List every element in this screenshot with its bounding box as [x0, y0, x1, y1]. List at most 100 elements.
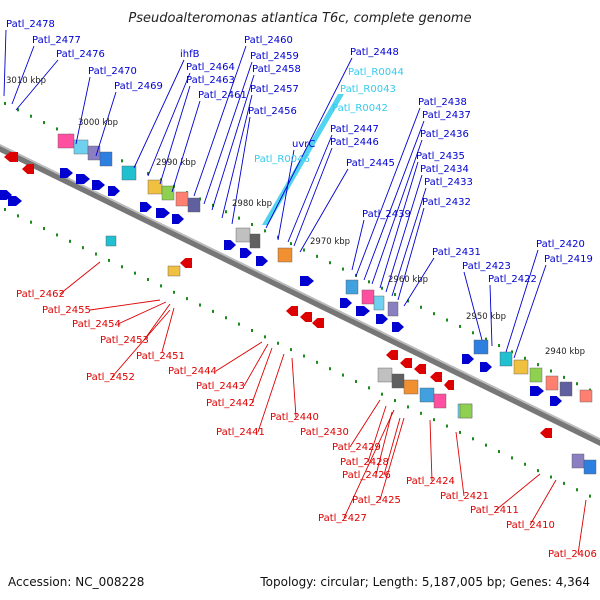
leader-line	[403, 257, 435, 307]
gene-label[interactable]: Patl_2425	[352, 495, 401, 506]
gene-label[interactable]: Patl_2432	[422, 197, 471, 208]
leader-line	[367, 405, 387, 463]
accession-text: Accession: NC_008228	[8, 575, 144, 589]
tick-mark	[69, 239, 71, 243]
gene-label[interactable]: Patl_2410	[506, 520, 555, 531]
gene-label[interactable]: Patl_2476	[56, 49, 105, 60]
gene-label[interactable]: Patl_2454	[72, 319, 121, 330]
gene-label[interactable]: Patl_2421	[440, 491, 489, 502]
gene-label[interactable]: Patl_2424	[406, 476, 455, 487]
tick-mark	[446, 318, 448, 322]
gene-label[interactable]: Patl_2457	[250, 84, 299, 95]
gene-label[interactable]: Patl_2441	[216, 427, 265, 438]
gene-label[interactable]: Patl_2428	[340, 457, 389, 468]
forward-gene-arrow	[392, 322, 404, 332]
gene-label-rna[interactable]: Patl_R0042	[332, 103, 388, 114]
tick-mark	[290, 242, 292, 246]
gene-label[interactable]: Patl_2444	[168, 366, 217, 377]
leader-line	[59, 261, 101, 295]
gene-feature-box	[513, 359, 529, 375]
leader-line	[277, 149, 295, 241]
gene-label[interactable]: Patl_2439	[362, 209, 411, 220]
gene-label[interactable]: Patl_2469	[114, 81, 163, 92]
tick-mark	[56, 233, 58, 237]
gene-label[interactable]: Patl_2453	[100, 335, 149, 346]
leader-line	[375, 411, 393, 476]
gene-label[interactable]: Patl_2427	[318, 513, 367, 524]
gene-label[interactable]: Patl_2464	[186, 62, 235, 73]
gene-label[interactable]: Patl_2434	[420, 164, 469, 175]
tick-mark	[277, 235, 279, 239]
tick-mark	[17, 108, 19, 112]
gene-label[interactable]: ihfB	[180, 49, 200, 60]
reverse-gene-arrow	[312, 318, 324, 328]
tick-mark	[394, 293, 396, 297]
tick-mark	[524, 356, 526, 360]
gene-label[interactable]: Patl_2406	[548, 549, 597, 560]
gene-label[interactable]: Patl_2455	[42, 305, 91, 316]
leader-line	[257, 353, 285, 433]
gene-label[interactable]: Patl_2448	[350, 47, 399, 58]
tick-mark	[589, 494, 591, 498]
tick-mark	[472, 331, 474, 335]
gene-label[interactable]: Patl_2435	[416, 151, 465, 162]
gene-label[interactable]: Patl_2477	[32, 35, 81, 46]
gene-label[interactable]: Patl_2458	[252, 64, 301, 75]
gene-label[interactable]: Patl_2426	[342, 470, 391, 481]
tick-mark	[173, 290, 175, 294]
leader-line	[489, 284, 493, 347]
gene-feature-box	[571, 453, 585, 469]
gene-label[interactable]: Patl_2411	[470, 505, 519, 516]
gene-feature-box	[473, 339, 489, 355]
forward-gene-arrow	[300, 276, 314, 286]
gene-label[interactable]: Patl_2478	[6, 19, 55, 30]
forward-gene-arrow	[156, 208, 170, 218]
reverse-gene-arrow	[430, 372, 442, 382]
gene-label[interactable]: uvrC	[292, 139, 315, 150]
gene-label[interactable]: Patl_2419	[544, 254, 593, 265]
gene-label[interactable]: Patl_2446	[330, 137, 379, 148]
gene-label[interactable]: Patl_2460	[244, 35, 293, 46]
tick-mark	[420, 305, 422, 309]
forward-gene-arrow	[480, 362, 492, 372]
tick-mark	[355, 379, 357, 383]
reverse-gene-arrow	[444, 380, 454, 390]
gene-label-rna[interactable]: Patl_R0044	[348, 67, 404, 78]
gene-label-rna[interactable]: Patl_R0046	[254, 154, 310, 165]
leader-line	[11, 45, 35, 105]
tick-mark	[121, 159, 123, 163]
gene-label-rna[interactable]: Patl_R0043	[340, 84, 396, 95]
gene-label[interactable]: Patl_2420	[536, 239, 585, 250]
gene-label[interactable]: Patl_2423	[462, 261, 511, 272]
tick-mark	[576, 382, 578, 386]
gene-label[interactable]: Patl_2459	[250, 51, 299, 62]
gene-label[interactable]: Patl_2442	[206, 398, 255, 409]
gene-label[interactable]: Patl_2431	[432, 247, 481, 258]
tick-mark	[264, 229, 266, 233]
leader-line	[133, 59, 185, 169]
gene-label[interactable]: Patl_2437	[422, 110, 471, 121]
gene-label[interactable]: Patl_2433	[424, 177, 473, 188]
tick-mark	[290, 348, 292, 352]
gene-label[interactable]: Patl_2451	[136, 351, 185, 362]
scale-label: 2940 kbp	[545, 347, 585, 357]
gene-label[interactable]: Patl_2438	[418, 97, 467, 108]
gene-label[interactable]: Patl_2443	[196, 381, 245, 392]
leader-line	[265, 57, 353, 229]
gene-label[interactable]: Patl_2462	[16, 289, 65, 300]
gene-label[interactable]: Patl_2436	[420, 129, 469, 140]
gene-label[interactable]: Patl_2429	[332, 442, 381, 453]
gene-label[interactable]: Patl_2456	[248, 106, 297, 117]
gene-label[interactable]: Patl_2430	[300, 427, 349, 438]
gene-label[interactable]: Patl_2463	[186, 75, 235, 86]
gene-label[interactable]: Patl_2470	[88, 66, 137, 77]
gene-label[interactable]: Patl_2461	[198, 90, 247, 101]
tick-track	[4, 101, 591, 498]
gene-label[interactable]: Patl_2447	[330, 124, 379, 135]
gene-label[interactable]: Patl_2422	[488, 274, 537, 285]
gene-label[interactable]: Patl_2452	[86, 372, 135, 383]
gene-label[interactable]: Patl_2440	[270, 412, 319, 423]
leader-line	[379, 417, 405, 501]
gene-label[interactable]: Patl_2445	[346, 158, 395, 169]
leader-line	[117, 301, 167, 325]
